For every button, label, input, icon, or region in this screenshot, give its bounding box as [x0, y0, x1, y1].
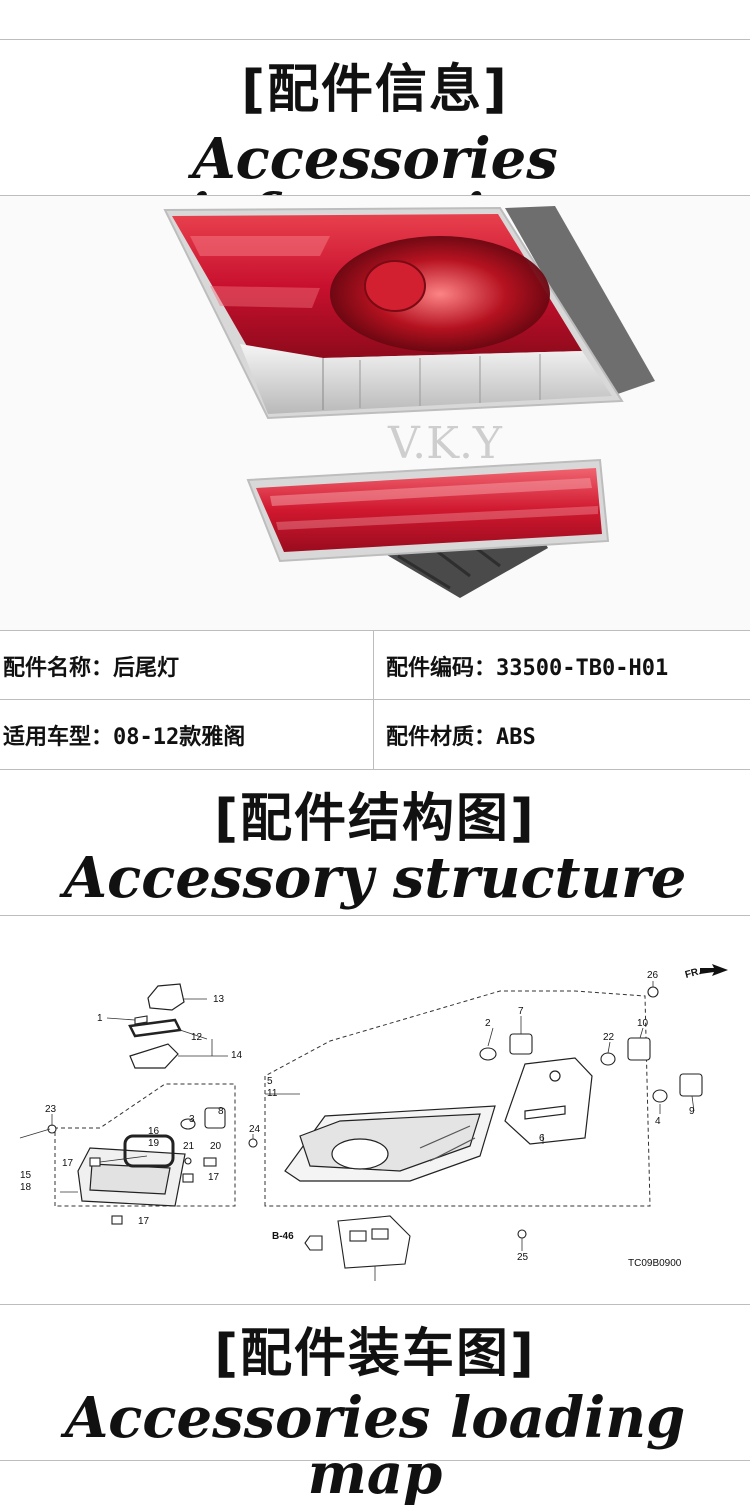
part-number-22: 22 — [603, 1032, 615, 1043]
side-lamp-outline — [77, 1147, 186, 1207]
part-number-23: 23 — [45, 1104, 57, 1115]
part-number-1: 1 — [97, 1013, 103, 1024]
part-name-cell: 配件名称：后尾灯 — [3, 655, 180, 681]
structure-title-cn: [配件结构图] — [214, 789, 536, 849]
info-divider — [0, 195, 750, 196]
part-number-17-repeat: 17 — [138, 1216, 150, 1227]
bottom-divider — [0, 1460, 750, 1461]
part-number-14: 14 — [231, 1050, 243, 1061]
info-table: 配件名称：后尾灯 配件编码：33500-TB0-H01 适用车型：08-12款雅… — [0, 630, 750, 770]
part-number-10: 10 — [637, 1018, 649, 1029]
structure-divider — [0, 915, 750, 916]
part-number-8: 8 — [218, 1106, 224, 1117]
watermark: V.K.Y — [387, 418, 503, 469]
diagram-divider — [0, 1304, 750, 1305]
part-number-26: 26 — [647, 970, 659, 981]
part-number-13: 13 — [213, 994, 225, 1005]
structure-title-en: Accessory structure — [63, 845, 687, 911]
mounting-plate — [504, 1057, 593, 1145]
info-title-cn: [配件信息] — [241, 60, 509, 120]
table-top-border — [0, 630, 750, 631]
part-number-20: 20 — [210, 1141, 222, 1152]
diagram-code: TC09B0900 — [628, 1258, 682, 1269]
part-number-3: 3 — [189, 1114, 195, 1125]
part-number-24: 24 — [249, 1124, 261, 1135]
table-bottom-border — [0, 769, 750, 770]
part-number-17-repeat: 17 — [208, 1172, 220, 1183]
table-center-border — [373, 630, 374, 770]
part-number-18: 18 — [20, 1182, 32, 1193]
part-number-9: 9 — [689, 1106, 695, 1117]
part-number-6: 6 — [539, 1133, 545, 1144]
part-number-12: 12 — [191, 1032, 203, 1043]
loading-title-en: Accessories loading map — [64, 1385, 686, 1507]
material-cell: 配件材质：ABS — [386, 724, 536, 750]
product-photo: V.K.Y — [0, 196, 750, 630]
part-number-21: 21 — [183, 1141, 195, 1152]
part-number-4: 4 — [655, 1116, 661, 1127]
upper-lamp-housing — [505, 206, 655, 396]
part-number-5: 5 — [267, 1076, 273, 1087]
arrow-right-icon — [700, 964, 728, 976]
main-lamp-outline — [284, 1105, 496, 1182]
top-divider — [0, 39, 750, 40]
part-number-16: 16 — [148, 1126, 160, 1137]
car-model-cell: 适用车型：08-12款雅阁 — [3, 724, 246, 750]
part-number-11: 11 — [267, 1088, 278, 1099]
part-number-25: 25 — [517, 1252, 529, 1263]
ref-label: B-46 — [272, 1231, 294, 1242]
loading-title-cn: [配件装车图] — [214, 1324, 536, 1384]
part-number-19: 19 — [148, 1138, 160, 1149]
part-number-17: 17 — [62, 1158, 74, 1169]
part-number-7: 7 — [518, 1006, 524, 1017]
part-number-15: 15 — [20, 1170, 32, 1181]
table-mid-border — [0, 699, 750, 700]
part-number-2: 2 — [485, 1018, 491, 1029]
direction-label: FR. — [684, 966, 703, 981]
part-code-cell: 配件编码：33500-TB0-H01 — [386, 655, 669, 681]
